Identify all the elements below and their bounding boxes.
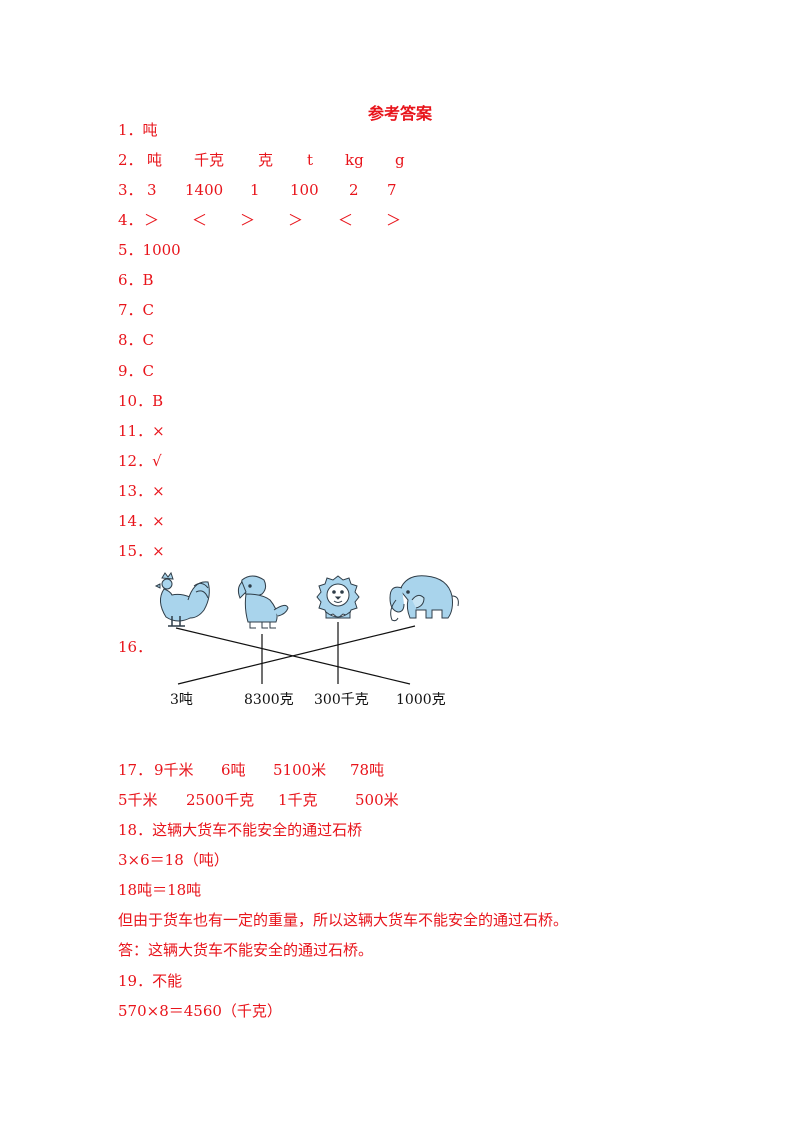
answer-item: kg — [345, 151, 364, 169]
answer-19: 19．不能 — [118, 971, 182, 991]
answer-number: 19． — [118, 972, 153, 990]
answer-number: 18． — [118, 821, 153, 839]
answer-18-line-2: 3×6＝18（吨） — [118, 851, 229, 869]
answer-item: t — [307, 151, 314, 169]
answer-text: 1000 — [142, 241, 181, 259]
answer-item: 克 — [258, 151, 274, 169]
answer-item: 2 — [349, 181, 359, 199]
answer-number: 6． — [118, 271, 143, 289]
answer-text: × — [152, 482, 165, 500]
dog-icon — [237, 575, 289, 629]
rooster-icon — [154, 571, 210, 627]
match-label-4: 1000克 — [396, 692, 446, 708]
answer-15: 15．× — [118, 541, 165, 561]
answer-item: 千克 — [194, 151, 225, 169]
answer-number: 8． — [118, 331, 143, 349]
answer-item: 1 — [250, 181, 260, 199]
answer-item: 1千克 — [278, 791, 318, 809]
answer-number: 14． — [118, 512, 153, 530]
answer-17: 17． 9千米 6吨 5100米 78吨 — [118, 760, 384, 780]
answer-text: 吨 — [142, 121, 158, 139]
answer-5: 5．1000 — [118, 240, 181, 260]
answer-10: 10．B — [118, 391, 163, 411]
answer-item: 100 — [290, 181, 319, 199]
answer-text: 不能 — [152, 972, 183, 990]
answer-item: 6吨 — [221, 761, 246, 779]
answer-6: 6．B — [118, 270, 154, 290]
answer-16-number: 16． — [118, 638, 153, 656]
answer-text: 这辆大货车不能安全的通过石桥 — [152, 821, 363, 839]
answer-18-line-3: 18吨＝18吨 — [118, 881, 202, 899]
elephant-icon — [389, 575, 459, 622]
answer-item: ＞ — [386, 211, 402, 229]
answer-number: 12． — [118, 452, 153, 470]
answer-item: 9千米 — [154, 761, 194, 779]
matching-lines — [175, 622, 416, 685]
answer-item: 5100米 — [273, 761, 327, 779]
answer-item: ＞ — [144, 211, 160, 229]
answer-number: 5． — [118, 241, 143, 259]
answer-item: 1400 — [185, 181, 224, 199]
answer-text: × — [152, 512, 165, 530]
answer-number: 4． — [118, 211, 143, 229]
answer-number: 7． — [118, 301, 143, 319]
answer-text: B — [142, 271, 154, 289]
answer-number: 17． — [118, 761, 153, 779]
answer-item: g — [395, 151, 405, 169]
answer-number: 13． — [118, 482, 153, 500]
answer-18-line-5: 答：这辆大货车不能安全的通过石桥。 — [118, 941, 374, 959]
answer-item: ＜ — [338, 211, 354, 229]
answer-item: 7 — [387, 181, 397, 199]
answer-1: 1．吨 — [118, 120, 158, 140]
answer-item: ＜ — [192, 211, 208, 229]
answer-text: B — [152, 392, 164, 410]
answer-9: 9．C — [118, 361, 154, 381]
answer-text: × — [152, 422, 165, 440]
answer-text: C — [142, 301, 155, 319]
answer-4: 4． ＞ ＜ ＞ ＞ ＜ ＞ — [118, 210, 401, 230]
match-label-1: 3吨 — [170, 692, 193, 708]
answer-11: 11．× — [118, 421, 165, 441]
answer-item: 5千米 — [118, 791, 158, 809]
answer-18: 18．这辆大货车不能安全的通过石桥 — [118, 820, 362, 840]
matching-figure — [154, 571, 459, 685]
answer-19-line-2: 570×8＝4560（千克） — [118, 1002, 282, 1020]
answer-item: ＞ — [240, 211, 256, 229]
answer-item: ＞ — [288, 211, 304, 229]
answer-text: C — [142, 331, 155, 349]
answer-12: 12．√ — [118, 451, 162, 471]
match-label-2: 8300克 — [244, 692, 294, 708]
answer-2: 2． 吨 千克 克 t kg g — [118, 150, 405, 170]
answer-7: 7．C — [118, 300, 154, 320]
answer-number: 9． — [118, 362, 143, 380]
answer-item: 2500千克 — [186, 791, 255, 809]
answer-3: 3． 3 1400 1 100 2 7 — [118, 180, 397, 200]
lion-icon — [316, 575, 360, 619]
match-label-3: 300千克 — [314, 692, 369, 708]
answer-18-line-4: 但由于货车也有一定的重量，所以这辆大货车不能安全的通过石桥。 — [118, 911, 569, 929]
answer-number: 2． — [118, 151, 143, 169]
answer-8: 8．C — [118, 330, 154, 350]
answer-number: 11． — [118, 422, 153, 440]
answer-14: 14．× — [118, 511, 165, 531]
answer-item: 500米 — [355, 791, 399, 809]
answer-item: 吨 — [147, 151, 163, 169]
answer-item: 3 — [147, 181, 157, 199]
page-title: 参考答案 — [367, 104, 432, 123]
answer-number: 1． — [118, 121, 143, 139]
answer-13: 13．× — [118, 481, 165, 501]
answer-number: 15． — [118, 542, 153, 560]
answer-item: 78吨 — [350, 761, 385, 779]
answer-text: × — [152, 542, 165, 560]
match-line-elephant — [177, 625, 416, 685]
answer-text: √ — [152, 452, 162, 470]
answer-number: 10． — [118, 392, 153, 410]
answer-number: 3． — [118, 181, 143, 199]
answer-text: C — [142, 362, 155, 380]
